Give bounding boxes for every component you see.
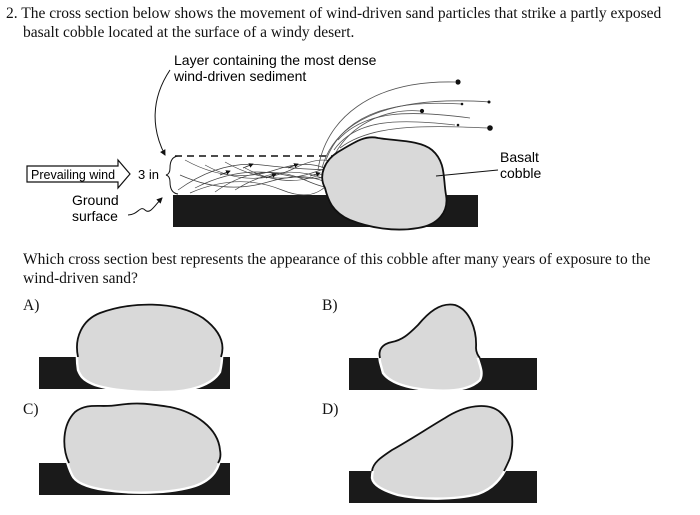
ground-label-line-1: Ground bbox=[72, 192, 119, 208]
height-label: 3 in bbox=[138, 167, 159, 182]
option-d-figure bbox=[349, 404, 537, 503]
wind-arrow bbox=[26, 158, 131, 190]
layer-label-line-1: Layer containing the most dense bbox=[174, 52, 377, 68]
cobble-pointer-line bbox=[435, 169, 499, 177]
layer-label-line-2: wind-driven sediment bbox=[173, 68, 306, 84]
question-number: 2. bbox=[6, 5, 18, 22]
question-line-2: basalt cobble located at the surface of … bbox=[23, 24, 355, 41]
sand-trajectory-arrows bbox=[219, 163, 321, 179]
option-c-label[interactable]: C) bbox=[23, 401, 39, 418]
question-text: 2. The cross section below shows the mov… bbox=[6, 4, 694, 42]
cobble-label-line-2: cobble bbox=[500, 165, 541, 181]
option-b-label[interactable]: B) bbox=[322, 297, 338, 314]
sub-question-text: Which cross section best represents the … bbox=[23, 251, 651, 287]
option-d-label[interactable]: D) bbox=[322, 401, 339, 418]
height-brace bbox=[165, 155, 179, 195]
wind-label: Prevailing wind bbox=[31, 168, 115, 182]
flying-sand-particles bbox=[419, 79, 493, 131]
ground-pointer-arrow bbox=[127, 197, 163, 216]
cobble-label-line-1: Basalt bbox=[500, 149, 539, 165]
basalt-cobble-main bbox=[321, 136, 448, 231]
option-b-figure bbox=[349, 303, 537, 392]
option-a-label[interactable]: A) bbox=[23, 297, 40, 314]
ground-label-line-2: surface bbox=[72, 208, 118, 224]
option-c-figure bbox=[39, 402, 230, 495]
question-line-1: The cross section below shows the moveme… bbox=[21, 5, 662, 22]
option-a-figure bbox=[39, 303, 230, 394]
layer-pointer-arrow bbox=[154, 69, 171, 156]
